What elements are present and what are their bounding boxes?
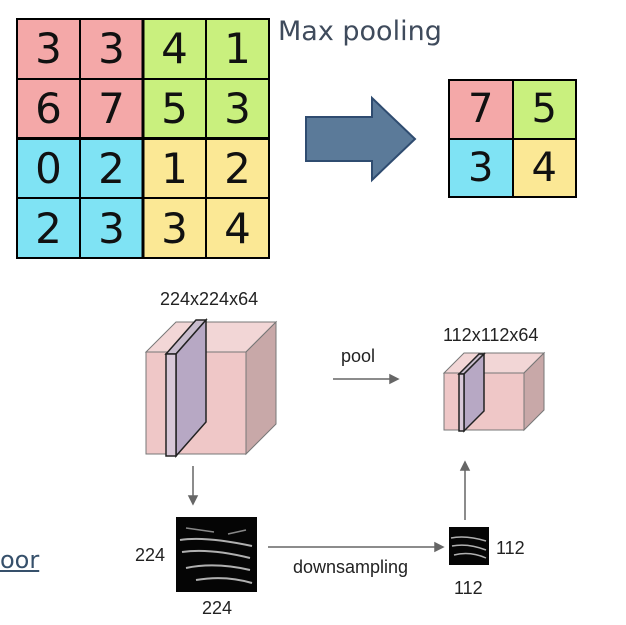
- input-volume-label: 224x224x64: [160, 289, 259, 309]
- pool-small-arrow: [389, 373, 400, 385]
- input-grid-cell: 6: [17, 78, 80, 139]
- input-grid-cell: 4: [206, 198, 269, 258]
- pool-label: pool: [341, 346, 376, 366]
- input-grid-cell: 7: [80, 78, 143, 139]
- input-width-label: 224: [202, 598, 233, 618]
- output-grid-border: [448, 79, 577, 198]
- input-grid-cell: 1: [143, 138, 206, 199]
- input-volume-cube: [144, 318, 278, 458]
- output-volume-cube: [442, 351, 546, 433]
- output-grid-cell: 5: [512, 80, 576, 139]
- input-grid-cell: 3: [17, 19, 80, 79]
- max-pooling-title: Max pooling: [278, 16, 442, 47]
- side-link-fragment[interactable]: oor: [0, 546, 40, 574]
- input-grid-cell: 5: [143, 78, 206, 139]
- input-image-thumbnail: [176, 517, 257, 592]
- input-grid-cell: 2: [206, 138, 269, 199]
- downsampling-arrow: [434, 541, 445, 553]
- input-grid-cell: 1: [206, 19, 269, 79]
- up-arrow: [459, 460, 471, 471]
- input-grid-cell: 3: [206, 78, 269, 139]
- output-grid-cell: 4: [512, 138, 576, 197]
- output-image-thumbnail: [449, 527, 489, 565]
- input-grid-cell: 3: [80, 198, 143, 258]
- output-volume-label: 112x112x64: [443, 325, 539, 345]
- output-height-label: 112: [496, 538, 525, 558]
- pool-arrow: [305, 95, 417, 183]
- input-grid-borders: [16, 18, 270, 259]
- output-grid-cell: 3: [449, 138, 513, 197]
- downsampling-label: downsampling: [293, 557, 409, 577]
- down-arrow: [187, 495, 199, 506]
- output-width-label: 112: [454, 578, 483, 598]
- input-height-label: 224: [135, 545, 166, 565]
